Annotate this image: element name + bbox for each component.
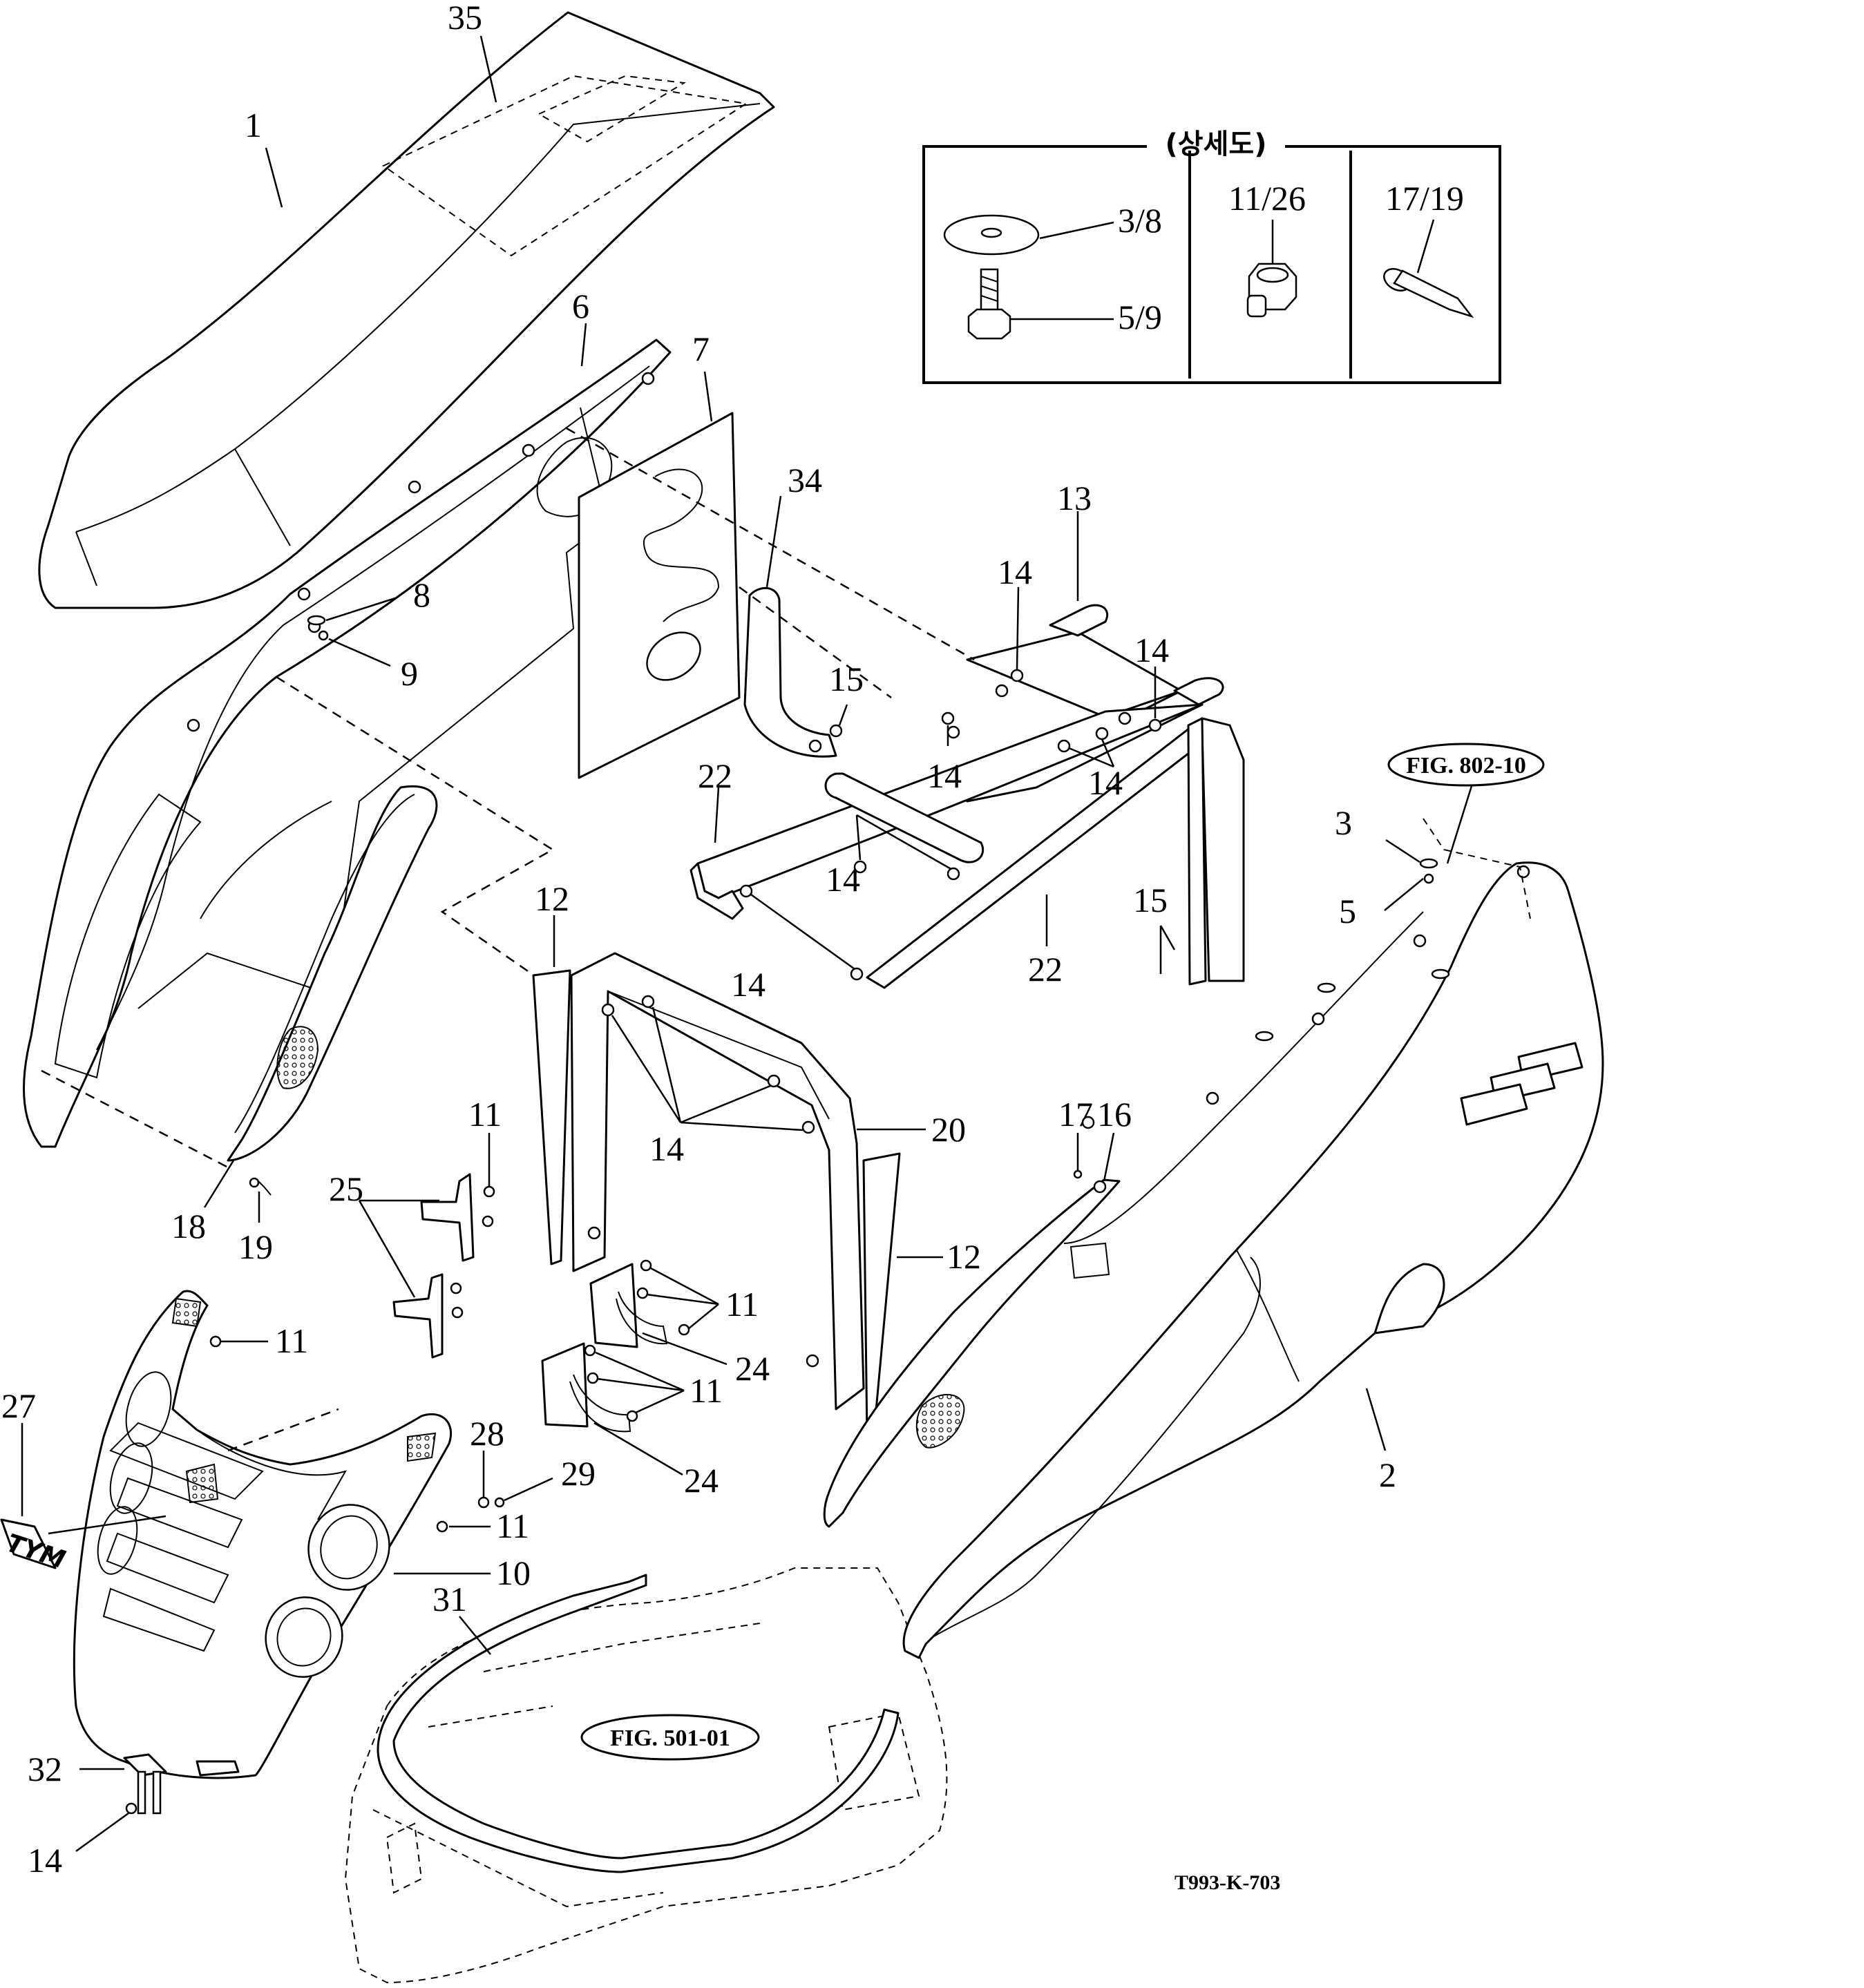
drawing-code: T993-K-703 [1174,1871,1280,1894]
label-11-bracket-upper: 11 [725,1285,759,1323]
fig-501-text: FIG. 501-01 [610,1726,730,1751]
bolt-icon [967,268,1011,340]
rubber-bracket-34 [743,586,837,758]
label-24-lower: 24 [684,1461,719,1500]
label-35: 35 [448,0,482,37]
bracket-24-lower [541,1342,631,1433]
bracket-24-upper [589,1263,668,1348]
detail-label-5-9: 5/9 [1118,298,1162,336]
bonnet-inner-frame [23,338,672,1162]
label-3: 3 [1335,803,1352,842]
bracket-32 [123,1753,167,1815]
side-panel-2 [902,861,1604,1659]
label-12-top: 12 [535,879,569,918]
detail-label-11-26: 11/26 [1228,179,1306,218]
label-28: 28 [470,1414,504,1453]
label-9: 9 [401,654,418,693]
label-27: 27 [1,1386,36,1425]
fig-501-ref: FIG. 501-01 [580,1714,760,1761]
label-14-bottom: 14 [28,1841,62,1880]
label-32: 32 [28,1750,62,1788]
front-grille-10 [73,1290,453,1779]
label-14-b: 14 [1134,631,1169,669]
label-34: 34 [788,461,822,499]
label-11-grille-right: 11 [496,1507,529,1545]
label-22-right: 22 [1028,950,1063,988]
bracket-25-upper [420,1173,475,1262]
label-29: 29 [561,1454,596,1493]
label-19: 19 [238,1227,273,1266]
rubber-seal-31 [377,1574,900,1873]
label-11-grille-top: 11 [275,1321,308,1360]
label-16: 16 [1097,1095,1132,1134]
label-13: 13 [1057,479,1092,517]
detail-box: (상세도) 3/8 5/9 11/26 17/19 [922,128,1501,384]
label-11-bracket25: 11 [468,1095,502,1134]
hood-top-panel [38,11,775,609]
upper-support-frame [690,604,1245,989]
chassis-outline [344,1567,948,1984]
label-22-left: 22 [698,756,732,795]
fig-802-text: FIG. 802-10 [1406,753,1526,778]
label-11-bracket-lower: 11 [690,1371,723,1410]
detail-label-17-19: 17/19 [1385,179,1464,218]
label-14-d: 14 [1088,763,1123,802]
label-14-c: 14 [927,756,962,795]
label-31: 31 [432,1580,467,1618]
label-14-g: 14 [649,1129,684,1168]
tym-emblem: TYM [0,1518,68,1574]
label-2: 2 [1379,1455,1396,1494]
label-12-right: 12 [947,1237,981,1276]
label-8: 8 [413,575,430,614]
washer-icon [943,214,1040,256]
label-25: 25 [329,1169,363,1208]
pin-icon [1383,268,1474,318]
detail-label-3-8: 3/8 [1118,201,1162,240]
label-10: 10 [496,1554,531,1592]
side-grille-16 [823,1178,1121,1528]
label-1: 1 [245,106,262,144]
fig-802-ref: FIG. 802-10 [1387,743,1545,787]
label-15-upper: 15 [829,660,864,698]
detail-box-title: (상세도) [1166,128,1267,160]
label-18: 18 [171,1207,206,1245]
label-24-upper: 24 [735,1349,770,1388]
label-20: 20 [931,1110,966,1149]
label-7: 7 [692,329,710,368]
label-14-a: 14 [998,553,1032,591]
insulation-sheet [578,412,741,779]
flange-nut-icon [1246,262,1297,318]
lower-u-frame [570,952,865,1411]
label-14-f: 14 [731,965,765,1004]
trim-strip-12-left [532,969,571,1265]
bracket-25-lower [392,1273,444,1359]
label-15-right: 15 [1133,881,1168,919]
label-6: 6 [572,287,589,325]
label-5: 5 [1339,892,1356,930]
